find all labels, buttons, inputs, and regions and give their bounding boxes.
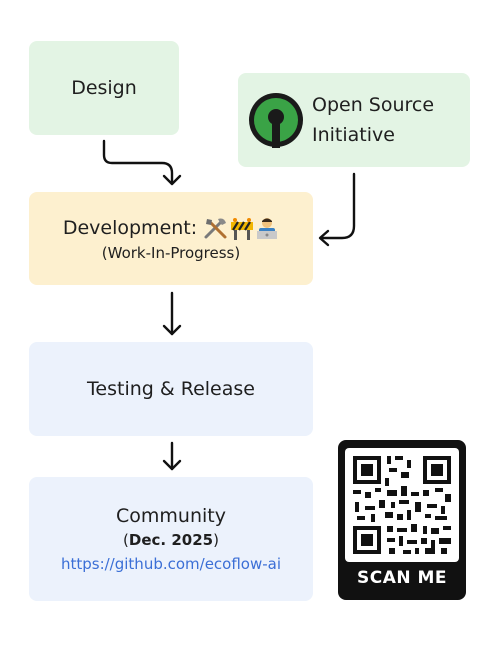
scan-me-label: SCAN ME <box>356 568 448 588</box>
design-label: Design <box>71 77 137 99</box>
testing-release-box: Testing & Release <box>29 342 313 436</box>
qr-code-pattern-icon <box>353 456 451 554</box>
qr-code-badge[interactable]: SCAN ME <box>338 440 466 600</box>
osi-box: Open Source Initiative <box>238 73 470 167</box>
design-box: Design <box>29 41 179 135</box>
development-box: Development: <box>29 192 313 285</box>
github-link[interactable]: https://github.com/ecoflow-ai <box>60 555 282 573</box>
tools-icon <box>204 218 227 238</box>
development-subtitle: (Work-In-Progress) <box>101 243 241 262</box>
community-date-line: (Dec. 2025) <box>123 531 219 549</box>
community-date: Dec. 2025 <box>128 531 214 549</box>
osi-label-line1: Open Source <box>312 94 435 116</box>
qr-code <box>345 448 459 562</box>
testing-release-label: Testing & Release <box>87 378 255 400</box>
community-title: Community <box>116 505 226 527</box>
construction-barrier-icon <box>231 217 254 240</box>
community-box: Community (Dec. 2025) https://github.com… <box>29 477 313 601</box>
technologist-icon <box>257 217 278 239</box>
osi-label-line2: Initiative <box>312 124 395 146</box>
osi-keyhole-logo-icon <box>249 93 303 148</box>
arrow-design-to-development <box>102 139 174 185</box>
arrow-osi-to-development <box>320 172 356 240</box>
development-title: Development: <box>62 216 198 239</box>
